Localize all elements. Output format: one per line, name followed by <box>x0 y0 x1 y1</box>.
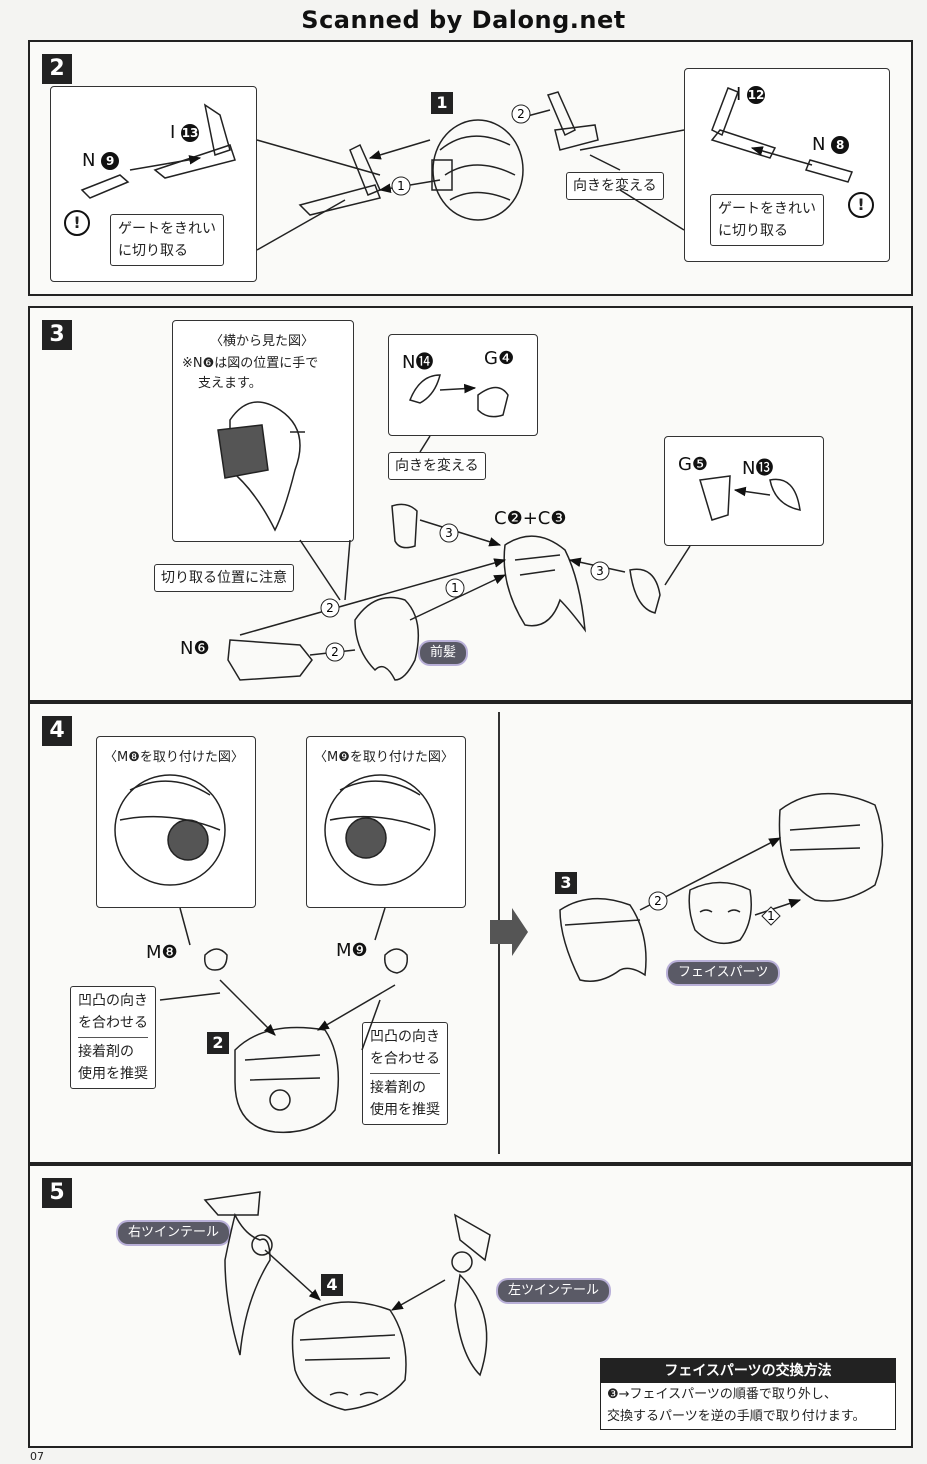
step-number: 3 <box>42 320 72 350</box>
step-number: 4 <box>42 716 72 746</box>
head-assembly <box>432 119 524 221</box>
left-twintail-label: 左ツインテール <box>498 1280 610 1302</box>
part-label-n13: N⓭ <box>742 458 774 479</box>
part-label-c2-c3: C❷+C❸ <box>494 508 567 529</box>
svg-text:1: 1 <box>767 909 775 923</box>
caution-icon: ! <box>64 210 90 236</box>
m9-view-callout <box>306 736 466 908</box>
svg-text:1: 1 <box>451 581 459 595</box>
face-parts-label: フェイスパーツ <box>668 962 779 984</box>
part-n8 <box>804 159 854 183</box>
sub-step-badge: 2 <box>207 1032 229 1054</box>
sub-step-badge: 4 <box>321 1274 343 1296</box>
sub-step-badge: 1 <box>431 92 453 114</box>
info-text: ❸→フェイスパーツの順番で取り外し、交換するパーツを逆の手順で取り付けます。 <box>607 1387 866 1424</box>
transition-arrow-icon <box>490 908 528 956</box>
align-glue-label-right: 凹凸の向きを合わせる 接着剤の使用を推奨 <box>362 1022 448 1125</box>
part-label-g5: G❺ <box>678 454 709 475</box>
right-twintail-label: 右ツインテール <box>118 1222 230 1244</box>
part-label-m9: M❾ <box>336 940 368 961</box>
side-view-title: 〈横から見た図〉 <box>210 334 315 349</box>
gate-cut-label-right: ゲートをきれいに切り取る <box>710 194 824 246</box>
info-title: フェイスパーツの交換方法 <box>601 1359 895 1383</box>
part-n6 <box>227 639 313 681</box>
step-number: 5 <box>42 1178 72 1208</box>
face-part <box>688 881 752 945</box>
svg-text:1: 1 <box>397 179 405 193</box>
part-i13-main <box>298 184 382 216</box>
m8-view-title: 〈M❽を取り付けた図〉 <box>104 750 244 765</box>
sub-step-badge: 3 <box>555 872 577 894</box>
scan-watermark: Scanned by Dalong.net <box>301 6 626 34</box>
part-label-n6: N❻ <box>180 638 210 659</box>
part-label-i12: I 12 <box>736 84 766 105</box>
part-label-n9: N 9 <box>82 150 120 171</box>
part-label-n8: N 8 <box>812 134 850 155</box>
align-glue-label-left: 凹凸の向きを合わせる 接着剤の使用を推奨 <box>70 986 156 1089</box>
part-label-i13: I 13 <box>170 122 200 143</box>
part-i13 <box>153 144 236 179</box>
detail-callout-n14-g4 <box>388 334 538 436</box>
svg-text:3: 3 <box>596 564 604 578</box>
part-label-m8: M❽ <box>146 942 178 963</box>
svg-text:2: 2 <box>517 107 525 121</box>
svg-text:2: 2 <box>331 645 339 659</box>
page-number: 07 <box>30 1450 44 1463</box>
svg-text:2: 2 <box>326 601 334 615</box>
side-view-note: ※N❻は図の位置に手で支えます。 <box>182 356 319 391</box>
m8-view-callout <box>96 736 256 908</box>
step-number: 2 <box>42 54 72 84</box>
svg-text:2: 2 <box>654 894 662 908</box>
part-i12 <box>710 129 777 159</box>
m9-view-title: 〈M❾を取り付けた図〉 <box>314 750 454 765</box>
gate-cut-label: ゲートをきれいに切り取る <box>110 214 224 266</box>
part-label-g4: G❹ <box>484 348 515 369</box>
caution-icon: ! <box>848 192 874 218</box>
rotate-label: 向きを変える <box>566 172 664 200</box>
cut-position-label: 切り取る位置に注意 <box>154 564 294 592</box>
svg-text:3: 3 <box>445 526 453 540</box>
part-label-n14: N⓮ <box>402 352 434 373</box>
bangs-label: 前髪 <box>420 642 467 664</box>
rotate-label: 向きを変える <box>388 452 486 480</box>
part-n9 <box>80 174 130 199</box>
face-swap-info-box: フェイスパーツの交換方法 ❸→フェイスパーツの順番で取り外し、交換するパーツを逆… <box>600 1358 896 1430</box>
